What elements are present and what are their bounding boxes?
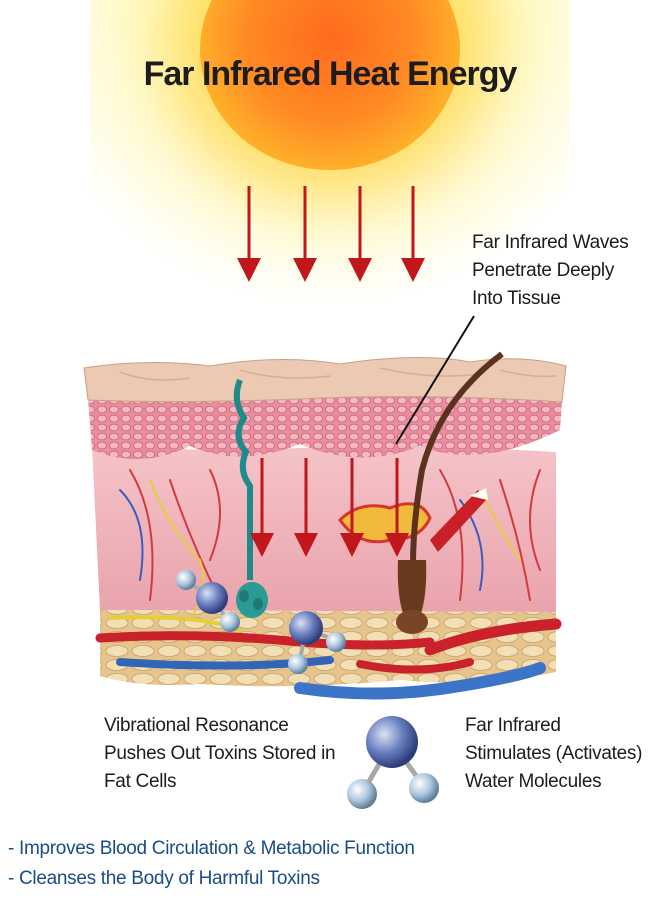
infrared-arrows-top [249,186,413,270]
stimulates-label-line: Stimulates (Activates) [465,740,642,768]
waves-label-line: Far Infrared Waves [472,229,629,257]
vibration-label-line: Pushes Out Toxins Stored in [104,740,335,768]
vibration-label-line: Vibrational Resonance [104,712,335,740]
waves-label-line: Penetrate Deeply [472,257,629,285]
stimulates-label: Far Infrared Stimulates (Activates) Wate… [465,712,642,796]
vibration-label: Vibrational Resonance Pushes Out Toxins … [104,712,335,796]
stimulates-label-line: Far Infrared [465,712,642,740]
water-molecule-icon [347,716,439,809]
page-title: Far Infrared Heat Energy [0,55,660,94]
vibration-label-line: Fat Cells [104,768,335,796]
dermis-layer [92,446,556,612]
benefit-item: - Improves Blood Circulation & Metabolic… [8,834,415,864]
waves-label-line: Into Tissue [472,285,629,313]
benefit-item: - Cleanses the Body of Harmful Toxins [8,864,415,894]
benefits-list: - Improves Blood Circulation & Metabolic… [8,834,415,894]
stimulates-label-line: Water Molecules [465,768,642,796]
epidermis-cell-layer [88,395,562,459]
waves-label: Far Infrared Waves Penetrate Deeply Into… [472,229,629,313]
